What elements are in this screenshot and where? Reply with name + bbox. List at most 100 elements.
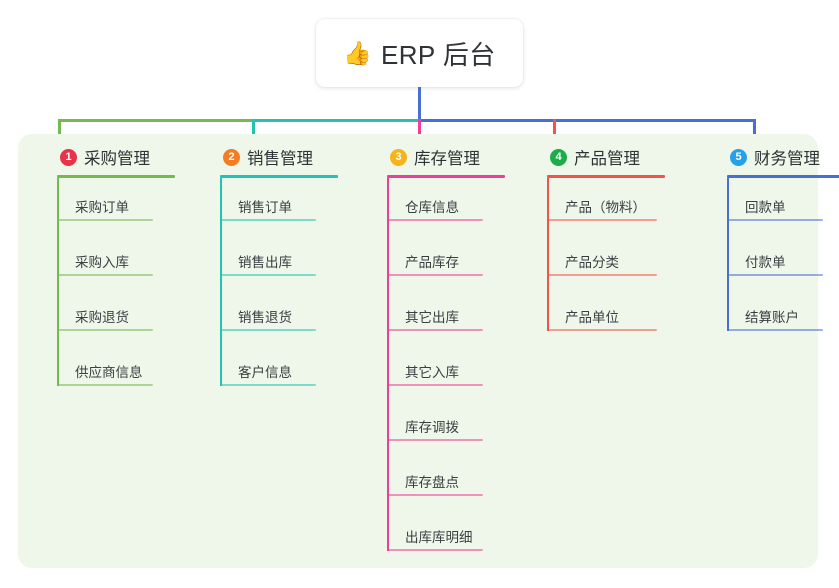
list-item-label: 出库库明细	[405, 530, 473, 545]
list-item[interactable]: 其它入库	[387, 343, 505, 398]
column-items-2: 销售订单销售出库销售退货客户信息	[220, 178, 338, 398]
list-item-label: 结算账户	[745, 310, 799, 325]
list-item[interactable]: 结算账户	[727, 288, 839, 343]
column-stem-3	[387, 178, 389, 551]
list-item-rule	[220, 274, 316, 276]
column-title-2: 销售管理	[247, 150, 313, 168]
column-stem-1	[57, 178, 59, 386]
column-title-5: 财务管理	[754, 150, 820, 168]
list-item-label: 采购退货	[75, 310, 129, 325]
column-items-4: 产品（物料） 产品分类产品单位	[547, 178, 665, 343]
list-item-label: 销售订单	[238, 200, 292, 215]
column-badge-1: 1	[60, 148, 77, 166]
list-item[interactable]: 采购退货	[57, 288, 175, 343]
column-badge-5: 5	[730, 148, 747, 166]
list-item[interactable]: 出库库明细	[387, 508, 505, 563]
column-stem-2	[220, 178, 222, 386]
column-header-3[interactable]: 3 库存管理	[370, 142, 505, 172]
column-items-3: 仓库信息产品库存其它出库其它入库库存调拨库存盘点出库库明细	[387, 178, 505, 563]
column-badge-4: 4	[550, 148, 567, 166]
list-item-rule	[57, 384, 153, 386]
list-item-rule	[387, 384, 483, 386]
list-item[interactable]: 产品库存	[387, 233, 505, 288]
list-item[interactable]: 采购入库	[57, 233, 175, 288]
column-rule-5	[727, 175, 839, 178]
column-2: 2 销售管理销售订单销售出库销售退货客户信息	[203, 142, 338, 398]
list-item[interactable]: 回款单	[727, 178, 839, 233]
list-item[interactable]: 供应商信息	[57, 343, 175, 398]
list-item-label: 供应商信息	[75, 365, 143, 380]
column-rule-2	[220, 175, 338, 178]
column-header-4[interactable]: 4 产品管理	[530, 142, 665, 172]
list-item[interactable]: 库存调拨	[387, 398, 505, 453]
column-rule-1	[57, 175, 175, 178]
column-items-1: 采购订单采购入库采购退货供应商信息	[57, 178, 175, 398]
list-item-rule	[57, 329, 153, 331]
column-items-5: 回款单付款单结算账户	[727, 178, 839, 343]
list-item-label: 付款单	[745, 255, 786, 270]
list-item-rule	[727, 329, 823, 331]
column-header-2[interactable]: 2 销售管理	[203, 142, 338, 172]
list-item-rule	[387, 549, 483, 551]
list-item-label: 销售出库	[238, 255, 292, 270]
list-item-rule	[387, 219, 483, 221]
list-item-rule	[547, 274, 657, 276]
column-3: 3 库存管理仓库信息产品库存其它出库其它入库库存调拨库存盘点出库库明细	[370, 142, 505, 563]
column-badge-2: 2	[223, 148, 240, 166]
list-item-label: 回款单	[745, 200, 786, 215]
list-item-label: 采购入库	[75, 255, 129, 270]
column-badge-3: 3	[390, 148, 407, 166]
thumbs-up-icon: 👍	[343, 39, 372, 66]
list-item-rule	[547, 329, 657, 331]
list-item-rule	[727, 274, 823, 276]
list-item[interactable]: 采购订单	[57, 178, 175, 233]
list-item-label: 客户信息	[238, 365, 292, 380]
column-title-1: 采购管理	[84, 150, 150, 168]
list-item[interactable]: 库存盘点	[387, 453, 505, 508]
column-rule-3	[387, 175, 505, 178]
list-item-rule	[220, 329, 316, 331]
list-item-label: 库存调拨	[405, 420, 459, 435]
list-item-rule	[57, 274, 153, 276]
columns-container: 1 采购管理采购订单采购入库采购退货供应商信息 2 销售管理销售订单销售出库销售退货客…	[18, 134, 839, 568]
list-item-rule	[387, 439, 483, 441]
list-item-label: 产品（物料）	[565, 200, 646, 215]
list-item-label: 仓库信息	[405, 200, 459, 215]
list-item-rule	[387, 494, 483, 496]
list-item[interactable]: 产品分类	[547, 233, 665, 288]
list-item-rule	[220, 219, 316, 221]
list-item-rule	[57, 219, 153, 221]
list-item-rule	[547, 219, 657, 221]
column-stem-5	[727, 178, 729, 331]
list-item-rule	[387, 329, 483, 331]
list-item[interactable]: 其它出库	[387, 288, 505, 343]
column-title-3: 库存管理	[414, 150, 480, 168]
list-item[interactable]: 销售出库	[220, 233, 338, 288]
list-item-rule	[220, 384, 316, 386]
list-item-label: 产品单位	[565, 310, 619, 325]
list-item[interactable]: 销售退货	[220, 288, 338, 343]
column-1: 1 采购管理采购订单采购入库采购退货供应商信息	[40, 142, 175, 398]
column-stem-4	[547, 178, 549, 331]
root-node-title: ERP 后台	[381, 39, 496, 70]
list-item[interactable]: 产品单位	[547, 288, 665, 343]
list-item-label: 产品分类	[565, 255, 619, 270]
list-item[interactable]: 付款单	[727, 233, 839, 288]
list-item-rule	[727, 219, 823, 221]
list-item[interactable]: 客户信息	[220, 343, 338, 398]
column-title-4: 产品管理	[574, 150, 640, 168]
column-header-5[interactable]: 5 财务管理	[710, 142, 839, 172]
column-5: 5 财务管理回款单付款单结算账户	[710, 142, 839, 343]
list-item-label: 产品库存	[405, 255, 459, 270]
list-item[interactable]: 仓库信息	[387, 178, 505, 233]
list-item-rule	[387, 274, 483, 276]
list-item[interactable]: 销售订单	[220, 178, 338, 233]
list-item[interactable]: 产品（物料）	[547, 178, 665, 233]
list-item-label: 其它出库	[405, 310, 459, 325]
list-item-label: 其它入库	[405, 365, 459, 380]
list-item-label: 库存盘点	[405, 475, 459, 490]
column-header-1[interactable]: 1 采购管理	[40, 142, 175, 172]
root-node-card[interactable]: 👍 ERP 后台	[316, 19, 523, 87]
column-4: 4 产品管理产品（物料） 产品分类产品单位	[530, 142, 665, 343]
list-item-label: 销售退货	[238, 310, 292, 325]
